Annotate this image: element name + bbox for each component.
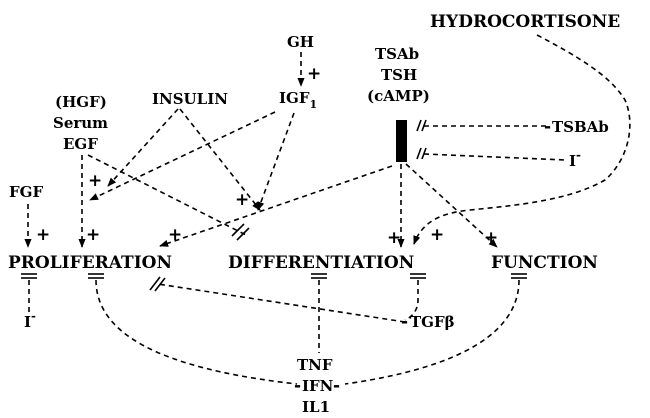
iodide-inhibition-tick-2: [421, 147, 427, 160]
tsbab-inhibition-tick-2: [421, 119, 427, 132]
tgfb-inhibition-tick-1: [149, 276, 161, 291]
tsbab-inhibition-tick-1: [416, 119, 422, 132]
egf-inhibition-tick-2: [236, 227, 250, 241]
cytokine-to-proliferation-line: [95, 279, 298, 385]
iodide-inhibition-tick-1: [416, 147, 422, 160]
igf1-label: IGF1: [279, 89, 317, 111]
camp-label: (cAMP): [367, 87, 430, 105]
hydrocortisone-to-differentiation-arrow: [413, 34, 631, 245]
minus-sign-ifn-right: -: [333, 376, 340, 396]
plus-sign-function: +: [484, 228, 498, 248]
proliferation-label: PROLIFERATION: [8, 253, 172, 273]
tsh-label: TSH: [381, 66, 417, 84]
ifn-label: IFN: [302, 377, 334, 395]
tgfb-to-differentiation-line: [404, 280, 419, 321]
minus-sign-tsbab: -: [544, 117, 551, 137]
iodide-left-label: I-: [24, 309, 36, 331]
plus-sign-hydrocortisone: +: [430, 225, 444, 245]
iodide-left-sup: -: [31, 309, 36, 323]
plus-sign-egf-proliferation: +: [88, 171, 102, 191]
cytokine-to-function-line: [344, 279, 520, 385]
iodide-left-base: I: [24, 313, 31, 331]
igf1-to-proliferation-arrow: [89, 111, 276, 201]
tnf-label: TNF: [297, 356, 333, 374]
receptor-bar: [396, 120, 407, 162]
gh-label: GH: [287, 33, 314, 51]
igf1-base: IGF: [279, 89, 310, 107]
hgf-label: (HGF): [55, 93, 107, 111]
il1-label: IL1: [302, 398, 330, 416]
plus-sign-tsh-proliferation: +: [168, 225, 182, 245]
insulin-to-differentiation-arrow: [179, 108, 261, 211]
tsh-to-function-arrow: [405, 163, 498, 248]
igf1-subscript: 1: [309, 98, 317, 111]
hydrocortisone-label: HYDROCORTISONE: [430, 12, 620, 32]
tsbab-label: TSBAb: [552, 118, 609, 136]
minus-sign-ifn-left: -: [294, 376, 301, 396]
tgfb-label: TGFβ: [410, 313, 455, 331]
plus-sign-tsh-differentiation: +: [387, 228, 401, 248]
plus-sign-fgf: +: [36, 225, 50, 245]
iodide-inhibits-receptor-line: [423, 153, 567, 161]
plus-sign-gh: +: [307, 64, 321, 84]
egf-inhibits-differentiation-line: [87, 154, 249, 237]
tsab-label: TSAb: [375, 45, 419, 63]
tgfb-inhibits-proliferation-line: [157, 283, 406, 323]
differentiation-label: DIFFERENTIATION: [228, 253, 414, 273]
insulin-label: INSULIN: [152, 90, 228, 108]
plus-sign-proliferation: +: [86, 225, 100, 245]
egf-label: EGF: [63, 135, 98, 153]
iodide-right-sup: -: [576, 148, 581, 162]
iodide-right-base: I: [569, 152, 576, 170]
tgfb-inhibition-tick-2: [154, 277, 166, 292]
function-label: FUNCTION: [491, 253, 598, 273]
serum-label: Serum: [53, 114, 108, 132]
minus-sign-tgfb: -: [401, 312, 408, 332]
igf1-to-differentiation-arrow: [257, 112, 295, 211]
fgf-label: FGF: [9, 183, 43, 201]
iodide-right-label: I-: [569, 148, 581, 170]
plus-sign-insulin-differentiation: +: [235, 190, 249, 210]
egf-inhibition-tick-1: [231, 223, 245, 237]
tsh-to-proliferation-arrow: [159, 165, 393, 247]
